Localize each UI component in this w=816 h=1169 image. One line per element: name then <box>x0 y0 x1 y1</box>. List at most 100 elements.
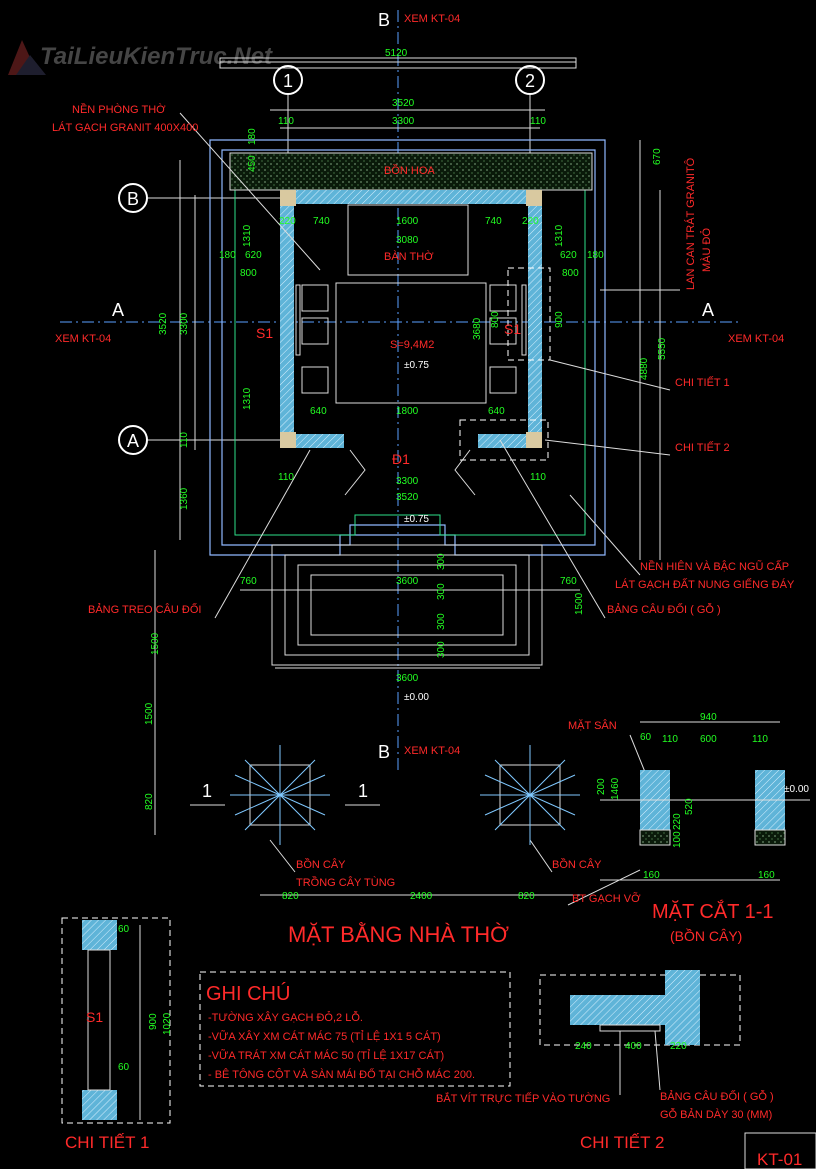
label-d1: Đ1 <box>392 451 410 467</box>
dimension-text: 940 <box>700 712 717 723</box>
xem-kt04-left: XEM KT-04 <box>55 333 111 345</box>
dimension-text: 3600 <box>396 673 419 684</box>
label-ban-tho: BÀN THỜ <box>384 250 434 263</box>
notes-title: GHI CHÚ <box>206 982 290 1005</box>
dimension-text: 3300 <box>179 312 190 335</box>
dimension-text: 110 <box>278 472 294 483</box>
label-bon-hoa: BỒN HOA <box>384 164 435 177</box>
dimension-text: 800 <box>490 311 501 328</box>
dimension-text: 180 <box>219 250 236 261</box>
label-bon-cay-left: BỒN CÂY <box>296 858 346 871</box>
dimension-text: 1310 <box>242 387 253 410</box>
dimension-text: 5120 <box>385 48 408 59</box>
label-go-ban-day: GỖ BẢN DÀY 30 (MM) <box>660 1108 772 1121</box>
grid-label-b: B <box>127 189 139 209</box>
section-mark-a-left: A <box>112 300 124 320</box>
dimension-text: 600 <box>700 734 717 745</box>
dimension-text: 450 <box>247 155 258 172</box>
dimension-text: 2400 <box>410 891 433 902</box>
note-item: -TƯỜNG XÂY GẠCH ĐỎ,2 LỖ. <box>208 1011 363 1024</box>
tree-planter-right <box>480 745 580 845</box>
leader-lines <box>179 112 680 906</box>
altar-inner <box>335 282 487 404</box>
dimension-texts: 5120 3520 3300 110 110 180 450 670 220 7… <box>118 48 775 1073</box>
label-bang-treo: BẢNG TREO CÂU ĐỐI <box>88 602 201 616</box>
detail-1-marker <box>507 267 551 361</box>
label-lan-can: LAN CAN TRÁT GRANITÔ <box>684 157 697 290</box>
dimension-text: 620 <box>560 250 577 261</box>
detail-1-s1-label: S1 <box>86 1009 103 1025</box>
dimension-text: 300 <box>436 613 447 630</box>
label-chi-tiet-2: CHI TIẾT 2 <box>675 441 730 454</box>
label-bang-cau-doi: BẢNG CÂU ĐỐI ( GỖ ) <box>607 602 721 616</box>
grid-bubble-b: B <box>118 183 148 213</box>
dimension-text: 800 <box>240 268 257 279</box>
dimension-text: 60 <box>640 732 652 743</box>
level-000-section: ±0.00 <box>784 784 809 795</box>
altar <box>347 204 469 276</box>
label-nen-phong-tho: NỀN PHÒNG THỜ <box>72 103 166 116</box>
dimension-text: 160 <box>758 870 775 881</box>
dimension-text: 1460 <box>610 777 621 800</box>
level-000: ±0.00 <box>404 692 429 703</box>
dimension-text: 240 <box>575 1041 592 1052</box>
watermark-text: TaiLieuKienTruc.Net <box>40 43 273 70</box>
tree-planter-left <box>230 745 330 845</box>
title-chi-tiet-2: CHI TIẾT 2 <box>580 1133 664 1152</box>
sheet-number: KT-01 <box>757 1150 802 1169</box>
label-area: S=9,4M2 <box>390 339 434 351</box>
dimension-text: 1500 <box>144 702 155 725</box>
section-mark-b-bottom: B <box>378 742 390 762</box>
note-item: -VỮA XÂY XM CÁT MÁC 75 (TỈ LỆ 1X1 5 CÁT) <box>208 1030 441 1043</box>
dimension-text: 760 <box>240 576 257 587</box>
note-item: - BÊ TÔNG CỘT VÀ SÀN MÁI ĐỔ TẠI CHỖ MÁC … <box>208 1068 475 1081</box>
detail-2-marker <box>459 419 549 461</box>
label-bt-gach-vo: BT GẠCH VỠ <box>572 892 641 905</box>
xem-kt04-bottom: XEM KT-04 <box>404 745 460 757</box>
detail-1-drawing: S1 <box>61 917 171 1124</box>
dimension-text: 640 <box>488 406 505 417</box>
dimension-text: 1500 <box>574 592 585 615</box>
sheet-box <box>744 1132 816 1169</box>
title-mat-cat: MẶT CẮT 1-1 <box>652 899 774 923</box>
title-mat-cat-sub: (BỒN CÂY) <box>670 927 742 944</box>
dimension-text: 180 <box>587 250 604 261</box>
level-075-interior: ±0.75 <box>404 360 429 371</box>
dimension-text: 1020 <box>162 1012 173 1035</box>
dimension-text: 740 <box>485 216 502 227</box>
dimension-text: 1310 <box>554 224 565 247</box>
dimension-text: 900 <box>148 1013 159 1030</box>
windows <box>295 284 527 394</box>
grid-label-2: 2 <box>525 71 535 91</box>
dimension-text: 640 <box>310 406 327 417</box>
dimension-text: 220 <box>672 813 683 830</box>
dimension-text: 3300 <box>396 476 419 487</box>
dimension-text: 670 <box>652 148 663 165</box>
dimension-text: 110 <box>530 116 546 127</box>
label-lat-gach-dat-nung: LÁT GẠCH ĐẤT NUNG GIẾNG ĐÁY <box>615 578 795 591</box>
grid-label-1: 1 <box>283 71 293 91</box>
dimension-text: 620 <box>245 250 262 261</box>
label-lat-gach-granit: LÁT GẠCH GRANIT 400X400 <box>52 121 198 134</box>
label-bat-vit: BẮT VÍT TRỰC TIẾP VÀO TƯỜNG <box>436 1092 610 1105</box>
dimension-text: 1500 <box>150 632 161 655</box>
dimension-text: 740 <box>313 216 330 227</box>
dimension-text: 760 <box>560 576 577 587</box>
section-1-1-drawing <box>600 770 810 846</box>
dimension-text: 3600 <box>396 576 419 587</box>
section-mark-1-right: 1 <box>358 781 368 801</box>
dimension-text: 3520 <box>158 312 169 335</box>
dimension-text: 110 <box>530 472 546 483</box>
label-mat-san: MẶT SÂN <box>568 719 617 732</box>
dimension-text: 110 <box>278 116 294 127</box>
dimension-text: 820 <box>144 793 155 810</box>
xem-kt04-top: XEM KT-04 <box>404 13 460 25</box>
label-chi-tiet-1: CHI TIẾT 1 <box>675 376 730 389</box>
grid-bubble-a: A <box>118 425 148 455</box>
dimension-text: 5550 <box>657 337 668 360</box>
dimension-text: 820 <box>518 891 535 902</box>
dimension-text: 520 <box>684 798 695 815</box>
watermark-logo: TaiLieuKienTruc.Net <box>8 40 273 75</box>
dimension-text: 110 <box>179 432 190 448</box>
dimension-text: 1310 <box>242 224 253 247</box>
